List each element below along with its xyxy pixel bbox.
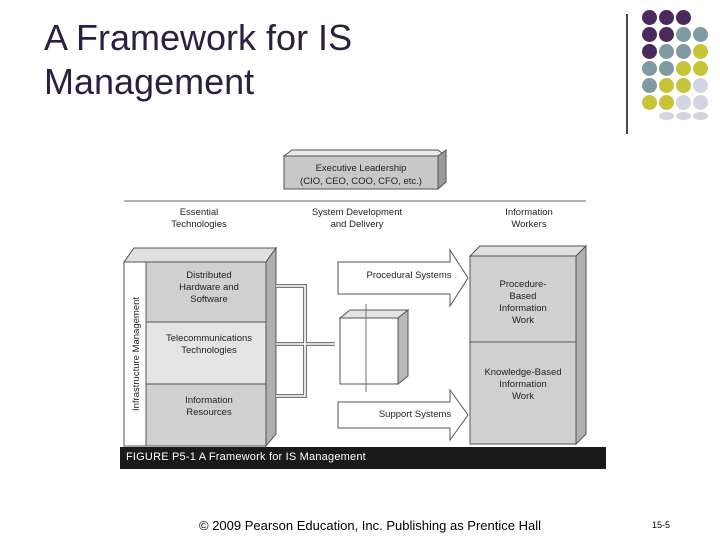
dot [693,61,708,76]
cell-info-resources-line-1: Information [185,395,233,406]
procedural-systems-arrow: Procedural Systems [337,248,469,308]
dot [659,27,674,42]
cell-telecom-line-1: Telecommunications [166,333,252,344]
dot [642,95,657,110]
information-workers-box: Procedure- Based Information Work Knowle… [468,244,588,446]
copyright-footer: © 2009 Pearson Education, Inc. Publishin… [199,518,541,533]
executive-leadership-box: Executive Leadership (CIO, CEO, COO, CFO… [282,149,448,191]
dot [659,61,674,76]
infrastructure-box: Infrastructure Management Distributed Ha… [123,246,277,448]
cell-procedure-line-4: Work [512,315,534,326]
central-cube [338,308,410,386]
header-essential-line-1: Essential [180,207,219,218]
procedural-systems-label: Procedural Systems [366,270,451,281]
cell-distributed-line-1: Distributed [186,270,231,281]
dot [642,44,657,59]
title-divider [626,14,628,134]
dot [642,27,657,42]
dot [642,78,657,93]
dot [676,78,691,93]
dot [659,10,674,25]
dot [676,27,691,42]
dot [642,10,657,25]
title-line-2: Management [44,61,255,102]
cell-distributed-line-2: Hardware and [179,282,239,293]
dot [659,95,674,110]
executive-label-line-2: (CIO, CEO, COO, CFO, etc.) [300,176,422,187]
title-line-1: A Framework for IS [44,17,353,58]
page-number: 15-5 [652,520,671,530]
dot [676,10,691,25]
cell-procedure-line-2: Based [510,291,537,302]
support-systems-label: Support Systems [379,409,452,420]
slide-title: A Framework for IS Management [44,16,564,104]
dot [642,61,657,76]
dot [659,78,674,93]
dot [676,95,691,110]
cell-knowledge-line-2: Information [499,379,547,390]
decorative-dot-grid [640,10,720,120]
framework-figure: Executive Leadership (CIO, CEO, COO, CFO… [120,144,606,470]
dot [693,95,708,110]
header-essential-line-2: Technologies [171,219,227,230]
dot [676,61,691,76]
cell-procedure-line-1: Procedure- [500,279,547,290]
executive-label-line-1: Executive Leadership [316,163,407,174]
cell-knowledge-line-1: Knowledge-Based [484,367,561,378]
support-systems-arrow: Support Systems [337,388,469,442]
cell-info-resources-line-2: Resources [186,407,232,418]
dot [693,112,708,120]
header-infowork-line-1: Information [505,207,553,218]
dot [693,78,708,93]
cell-knowledge-line-3: Work [512,391,534,402]
dot [693,27,708,42]
infrastructure-management-label: Infrastructure Management [131,297,142,411]
figure-caption: FIGURE P5-1 A Framework for IS Managemen… [126,451,366,463]
figure-caption-bar: FIGURE P5-1 A Framework for IS Managemen… [120,447,606,469]
cell-distributed-line-3: Software [190,294,228,305]
header-sysdev-line-1: System Development [312,207,403,218]
dot [676,112,691,120]
framework-diagram: Executive Leadership (CIO, CEO, COO, CFO… [123,149,588,448]
connector-lines-inner [276,285,335,397]
dot [693,44,708,59]
cell-telecom-line-2: Technologies [181,345,237,356]
header-infowork-line-2: Workers [511,219,546,230]
dot [659,44,674,59]
dot [659,112,674,120]
dot [676,44,691,59]
header-sysdev-line-2: and Delivery [331,219,384,230]
cell-procedure-line-3: Information [499,303,547,314]
